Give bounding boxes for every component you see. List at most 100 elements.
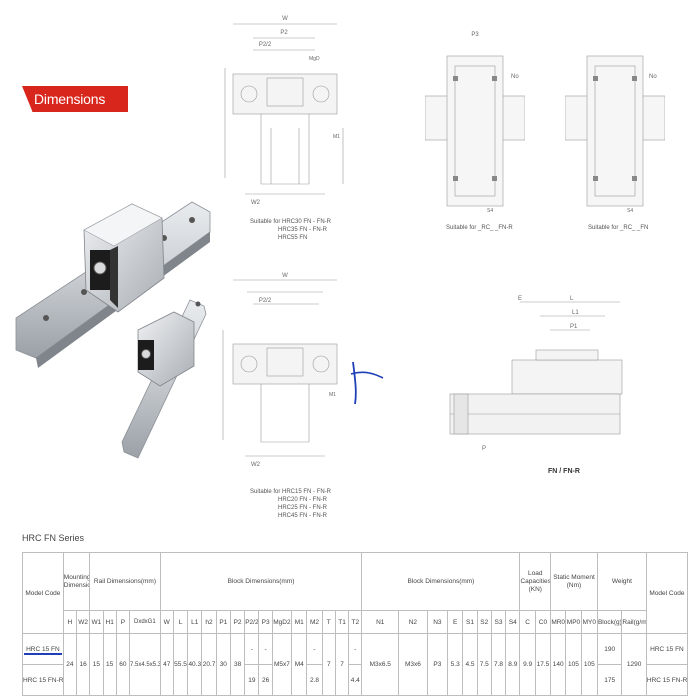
sub-header: P1 (215, 610, 231, 634)
sub-header: N1 (361, 610, 400, 634)
sub-header: M2 (306, 610, 323, 634)
header-weight: Weight (596, 552, 647, 611)
model-code-cell-right: HRC 15 FN (645, 633, 689, 665)
dimensions-table: Model Code Mounting Dimensions Rail Dime… (22, 552, 689, 696)
caption-top-right-1: Suitable for _RC_ _FN-R (446, 225, 513, 231)
cell: 2.8 (306, 664, 323, 696)
sub-header: S2 (476, 610, 492, 634)
svg-text:W: W (282, 16, 288, 22)
cell: 175 (596, 664, 623, 696)
table-row: HRC 15 FN 24 16 15 15 60 7.5x4.5x5.3 47 … (22, 633, 689, 696)
svg-text:S4: S4 (487, 208, 493, 214)
product-photo (15, 201, 211, 459)
sub-header: S3 (490, 610, 507, 634)
svg-text:W2: W2 (251, 200, 261, 206)
svg-text:L1: L1 (572, 310, 579, 316)
top-view-drawing-fn-r: P3 No S4 (425, 32, 525, 214)
svg-text:W: W (282, 273, 288, 279)
cell: 17.5 (534, 633, 552, 696)
sub-header: MY0 (580, 610, 598, 634)
sub-header: N3 (426, 610, 449, 634)
cell: 8.9 (505, 633, 521, 696)
cell: M3x6.5 (361, 633, 400, 696)
header-rail-dims: Rail Dimensions(mm) (89, 552, 161, 611)
header-block-dims-2: Block Dimensions(mm) (361, 552, 521, 611)
cell: 47 (159, 633, 174, 696)
sub-header: DxdxG1 (129, 610, 161, 634)
svg-text:P1: P1 (570, 324, 578, 330)
header-mounting: Mounting Dimensions (62, 552, 91, 611)
dimensions-table-banner: Dimensions Table (22, 86, 128, 112)
cell: 7 (334, 633, 350, 696)
cell: 140 (550, 633, 567, 696)
sub-header: P2 (229, 610, 246, 634)
sub-header: P (115, 610, 131, 634)
sub-header-row: H W2 W1 H1 P DxdxG1 W L L1 h2 P1 P2 P2/2… (23, 610, 688, 634)
sub-header: P2/2 (244, 610, 260, 634)
cell: 20.7 (201, 633, 217, 696)
cell: M5x7 (271, 633, 293, 696)
cell: 55.5 (172, 633, 189, 696)
cell: 190 (596, 633, 623, 665)
top-view-drawing-fn: No S4 (565, 55, 665, 214)
svg-text:No: No (649, 74, 657, 80)
sub-header: T2 (348, 610, 363, 634)
sub-header: M1 (291, 610, 308, 634)
cell: - (306, 633, 323, 665)
cell: 19 (244, 664, 260, 696)
sub-header: Rail(g/m) (621, 610, 647, 634)
cell: 9.9 (519, 633, 536, 696)
sub-header: E (447, 610, 464, 634)
cell: 40.3 (187, 633, 203, 696)
sub-header: Block(g) (596, 610, 623, 634)
cell: 7.8 (490, 633, 507, 696)
sub-header: MgD2 (271, 610, 293, 634)
cell: 24 (62, 633, 78, 696)
sub-header: N2 (398, 610, 428, 634)
sub-header: L (172, 610, 189, 634)
sub-header: C0 (534, 610, 552, 634)
cell: 30 (215, 633, 231, 696)
svg-text:No: No (511, 74, 519, 80)
cell: 4.5 (462, 633, 478, 696)
svg-text:P: P (482, 446, 486, 452)
series-title: HRC FN Series (22, 533, 85, 543)
sub-header: MP0 (565, 610, 582, 634)
cell: - (244, 633, 260, 665)
svg-text:L: L (570, 296, 574, 302)
cell: M4 (291, 633, 308, 696)
sub-header: S1 (462, 610, 478, 634)
svg-text:P2: P2 (280, 30, 288, 36)
caption-top-right-2: Suitable for _RC_ _FN (588, 225, 649, 231)
header-block-dims-1: Block Dimensions(mm) (159, 552, 363, 611)
header-static-moment: Static Moment (Nm) (550, 552, 598, 611)
cell: 15 (89, 633, 104, 696)
svg-text:M1: M1 (329, 392, 336, 398)
cell: M3x6 (398, 633, 428, 696)
cell: 4.4 (348, 664, 363, 696)
cell: 105 (580, 633, 598, 696)
sub-header: W1 (89, 610, 104, 634)
cell: P3 (426, 633, 449, 696)
sub-header: W2 (76, 610, 91, 634)
cell: 26 (258, 664, 273, 696)
svg-text:E: E (518, 296, 522, 302)
svg-text:MgD: MgD (309, 56, 320, 62)
sub-header: C (519, 610, 536, 634)
caption-mid-center: Suitable for HRC15 FN - FN-R HRC20 FN - … (250, 489, 332, 519)
model-code-cell: HRC 15 FN-R (22, 664, 64, 696)
cell: 5.3 (447, 633, 464, 696)
sub-header: L1 (187, 610, 203, 634)
header-model-code: Model Code (22, 552, 64, 634)
header-model-code-right: Model Code (645, 552, 689, 634)
svg-text:P2/2: P2/2 (259, 42, 272, 48)
model-code-cell-right: HRC 15 FN-R (645, 664, 689, 696)
cell: 105 (565, 633, 582, 696)
cell: 38 (229, 633, 246, 696)
svg-text:P3: P3 (471, 32, 479, 38)
sub-header: W (159, 610, 174, 634)
caption-top-center: Suitable for HRC30 FN - FN-R HRC35 FN - … (250, 219, 332, 241)
front-view-drawing-mid: W P2/2 M1 W2 (222, 273, 384, 468)
cell: 16 (76, 633, 91, 696)
cell: - (348, 633, 363, 665)
